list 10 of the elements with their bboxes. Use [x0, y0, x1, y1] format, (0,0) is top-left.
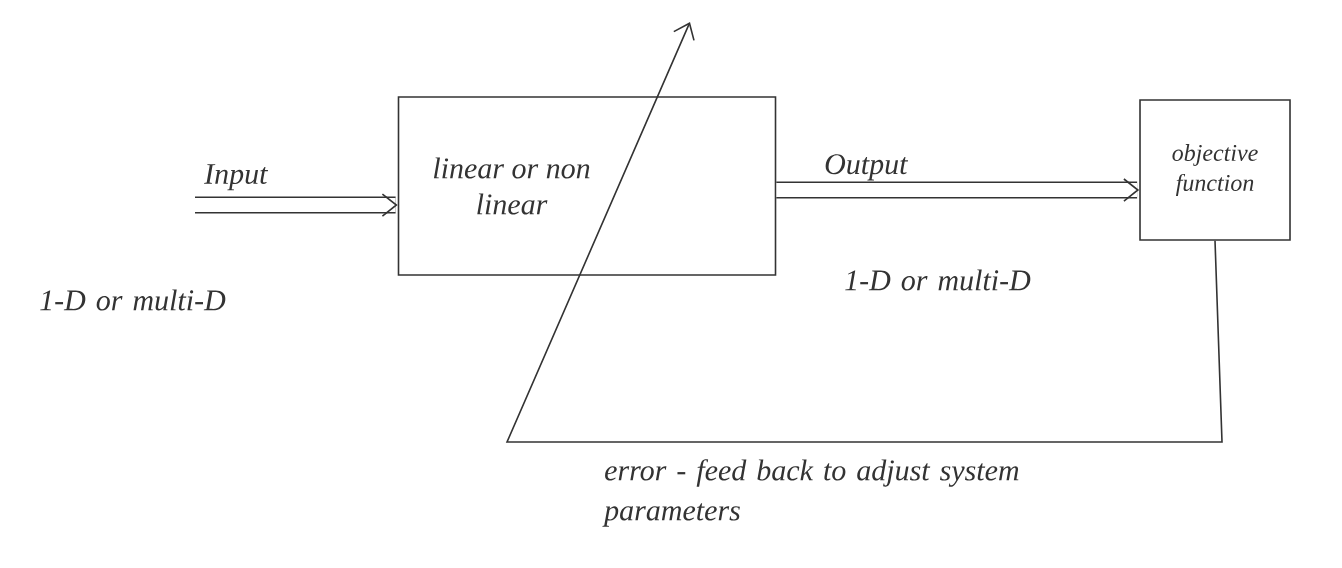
double-arrow: [195, 193, 398, 217]
process-box: linear or non linear: [397, 96, 777, 276]
edge-label: Input: [204, 164, 269, 191]
edge-label: error - feed back to adjust system parameters: [602, 459, 1019, 527]
feedback-arrow: [505, 22, 1223, 443]
dimension-label: 1-D or multi-D: [40, 289, 226, 311]
objective-box: objective function: [1139, 99, 1291, 241]
edge-label: Output: [825, 154, 909, 181]
dimension-label: 1-D or multi-D: [845, 269, 1031, 291]
double-arrow: [776, 178, 1140, 202]
